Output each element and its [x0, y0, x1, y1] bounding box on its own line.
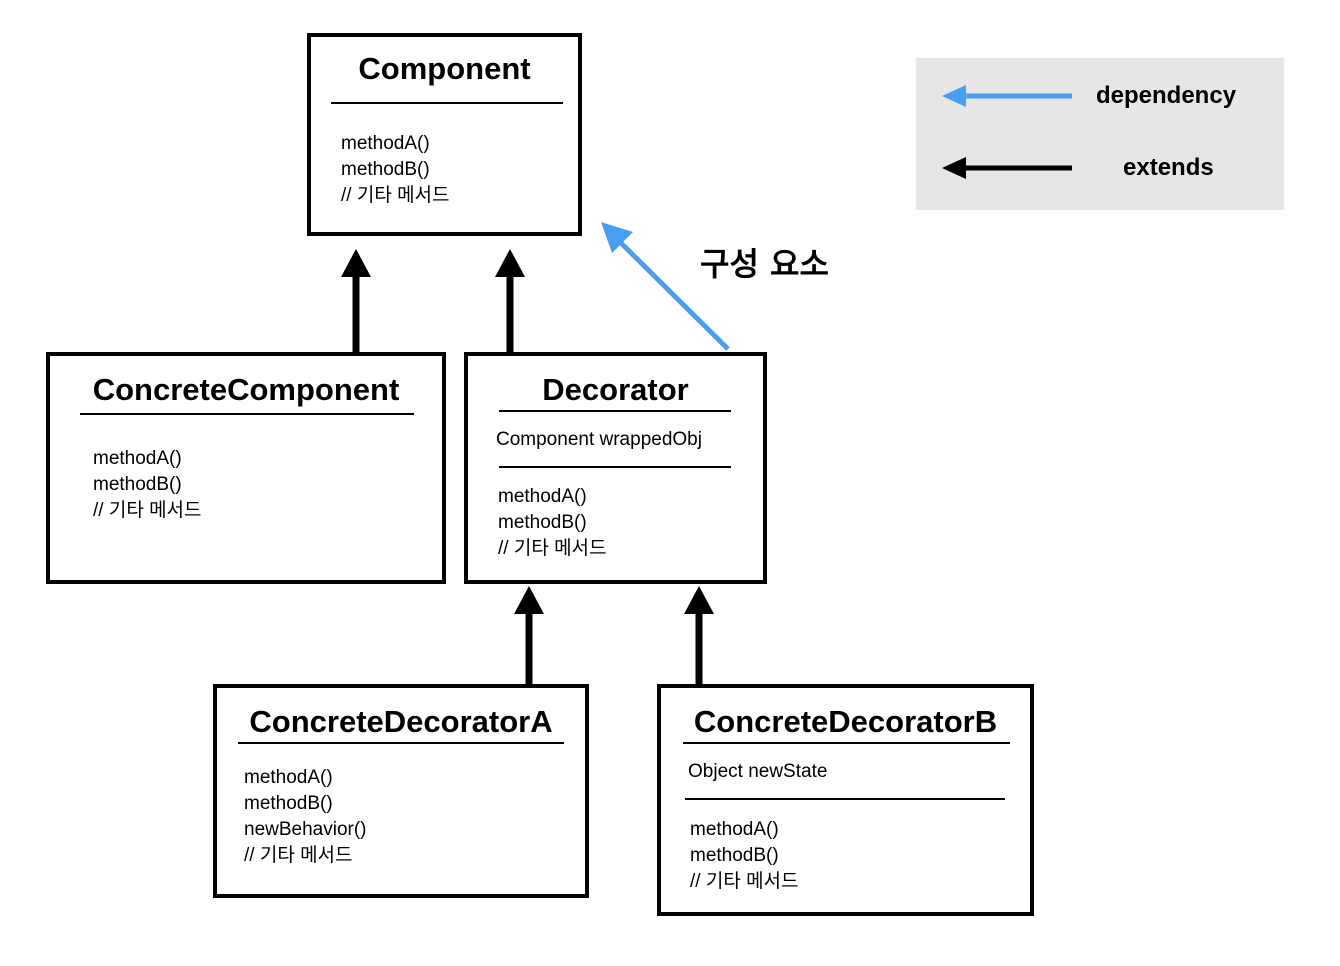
concrete-decorator-b-methods: methodA() methodB() // 기타 메서드	[690, 817, 799, 895]
extends-arrow-concrete-decorator-b	[684, 586, 714, 684]
component-title: Component	[358, 51, 531, 86]
concrete-decorator-a-method: // 기타 메서드	[244, 845, 353, 866]
concrete-decorator-a-box: ConcreteDecoratorA methodA() methodB() n…	[213, 684, 589, 898]
concrete-decorator-b-title: ConcreteDecoratorB	[693, 704, 998, 739]
decorator-method: methodA()	[498, 486, 587, 507]
concrete-component-methods: methodA() methodB() // 기타 메서드	[93, 446, 202, 524]
concrete-component-title: ConcreteComponent	[92, 372, 400, 407]
concrete-decorator-a-method: methodB()	[244, 793, 333, 814]
concrete-component-method: methodA()	[93, 448, 182, 469]
concrete-component-box: ConcreteComponent methodA() methodB() //…	[46, 352, 446, 584]
decorator-field: Component wrappedObj	[496, 429, 702, 450]
composition-label: 구성 요소	[700, 245, 829, 283]
legend-extends-label: extends	[1123, 154, 1214, 181]
concrete-decorator-a-method: newBehavior()	[244, 819, 367, 840]
concrete-decorator-b-method: // 기타 메서드	[690, 871, 799, 892]
concrete-component-method: // 기타 메서드	[93, 500, 202, 521]
dependency-arrow-decorator-component	[601, 222, 730, 351]
concrete-decorator-b-field-divider	[685, 798, 1005, 800]
extends-arrow-concrete-decorator-a	[514, 586, 544, 684]
concrete-decorator-a-methods: methodA() methodB() newBehavior() // 기타 …	[244, 765, 367, 869]
concrete-decorator-b-field: Object newState	[688, 761, 828, 782]
decorator-methods: methodA() methodB() // 기타 메서드	[498, 484, 607, 562]
legend-dependency-label: dependency	[1096, 82, 1237, 109]
component-divider	[331, 102, 563, 104]
decorator-box: Decorator Component wrappedObj methodA()…	[464, 352, 767, 584]
decorator-method: methodB()	[498, 512, 587, 533]
decorator-field-divider	[499, 466, 731, 468]
decorator-title: Decorator	[542, 372, 689, 407]
extends-arrow-concrete-component	[341, 249, 371, 352]
decorator-method: // 기타 메서드	[498, 538, 607, 559]
concrete-decorator-a-method: methodA()	[244, 767, 333, 788]
concrete-decorator-b-title-divider	[683, 742, 1010, 744]
component-method: // 기타 메서드	[341, 185, 450, 206]
concrete-decorator-b-box: ConcreteDecoratorB Object newState metho…	[657, 684, 1034, 916]
decorator-title-divider	[499, 410, 731, 412]
component-method: methodB()	[341, 159, 430, 180]
concrete-decorator-b-method: methodA()	[690, 819, 779, 840]
component-box: Component methodA() methodB() // 기타 메서드	[307, 33, 582, 236]
concrete-component-divider	[80, 413, 414, 415]
legend: dependency extends	[916, 58, 1284, 210]
legend-dependency-arrow	[942, 85, 1072, 179]
concrete-decorator-a-divider	[238, 742, 564, 744]
concrete-component-method: methodB()	[93, 474, 182, 495]
extends-arrow-decorator	[495, 249, 525, 352]
component-methods: methodA() methodB() // 기타 메서드	[341, 131, 450, 209]
concrete-decorator-b-method: methodB()	[690, 845, 779, 866]
component-method: methodA()	[341, 133, 430, 154]
concrete-decorator-a-title: ConcreteDecoratorA	[249, 704, 553, 739]
